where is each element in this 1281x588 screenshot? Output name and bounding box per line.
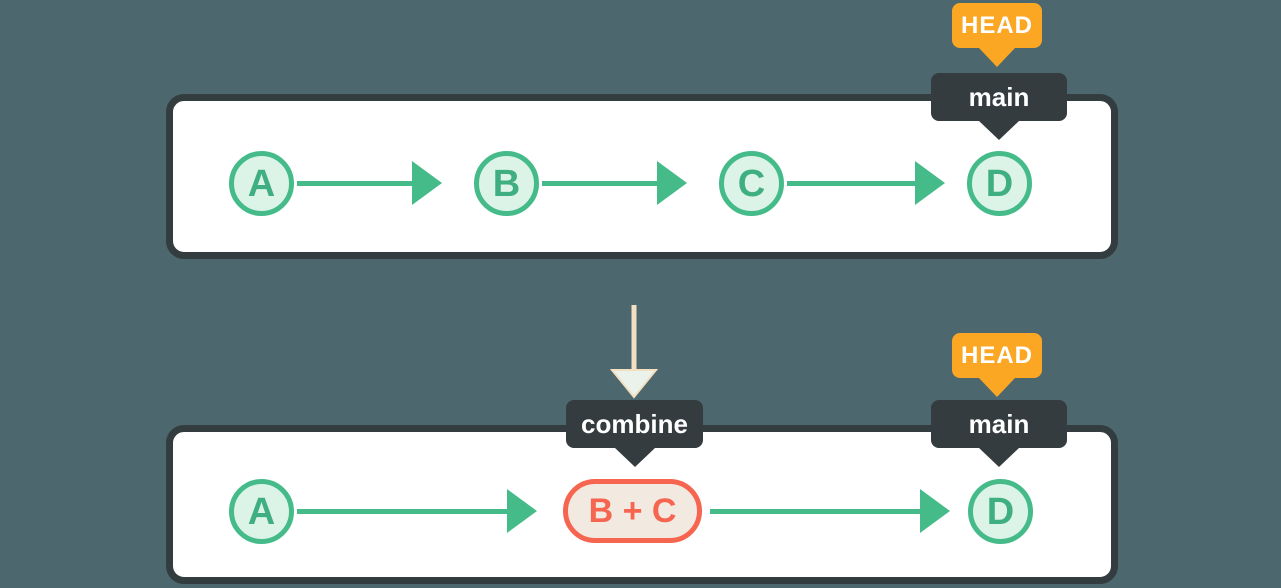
arrow-shaft: [710, 508, 920, 514]
arrow-head-icon: [412, 161, 442, 205]
branch-badge-label-after: main: [968, 409, 1030, 439]
commit-label-b: B: [492, 162, 521, 205]
branch-badge-main-after: main: [931, 400, 1067, 467]
arrow-shaft: [542, 180, 657, 186]
commit-label-a-after: A: [247, 490, 276, 533]
arrow-head-icon: [920, 489, 950, 533]
head-badge: HEAD: [952, 3, 1042, 67]
combine-badge-label: combine: [581, 409, 688, 439]
arrow-shaft: [297, 508, 507, 514]
commit-arrow: [297, 161, 442, 205]
commit-node-c: C: [719, 151, 784, 216]
commit-node-d: D: [967, 151, 1032, 216]
commit-arrow: [787, 161, 945, 205]
head-badge-pointer: [979, 48, 1015, 67]
arrow-head-icon: [915, 161, 945, 205]
commit-node-b: B: [474, 151, 539, 216]
commit-label-a: A: [247, 162, 276, 205]
head-badge-after: HEAD: [952, 333, 1042, 397]
commit-arrow: [542, 161, 687, 205]
commit-label-d-after: D: [986, 490, 1015, 533]
commit-node-a-after: A: [229, 479, 294, 544]
arrow-head-icon: [657, 161, 687, 205]
arrow-head-icon: [507, 489, 537, 533]
commit-arrow: [710, 489, 950, 533]
downward-transform-arrow-icon: [609, 305, 659, 399]
branch-badge-pointer: [979, 121, 1019, 140]
commit-history-before-panel: [166, 94, 1118, 259]
head-badge-label: HEAD: [960, 11, 1033, 39]
arrow-shaft: [787, 180, 915, 186]
commit-node-a: A: [229, 151, 294, 216]
commit-label-d: D: [985, 162, 1014, 205]
combine-badge-pointer: [614, 448, 655, 467]
commit-arrow: [297, 489, 537, 533]
branch-badge-main: main: [931, 73, 1067, 140]
branch-badge-label: main: [968, 82, 1030, 112]
head-badge-pointer-after: [979, 378, 1015, 397]
squashed-commit-node: B + C: [563, 479, 702, 543]
arrow-shaft: [297, 180, 412, 186]
combine-badge: combine: [566, 400, 703, 467]
branch-badge-pointer-after: [979, 448, 1019, 467]
head-badge-label-after: HEAD: [960, 341, 1033, 369]
commit-label-c: C: [737, 162, 766, 205]
commit-node-d-after: D: [968, 479, 1033, 544]
squashed-commit-label: B + C: [588, 492, 677, 530]
